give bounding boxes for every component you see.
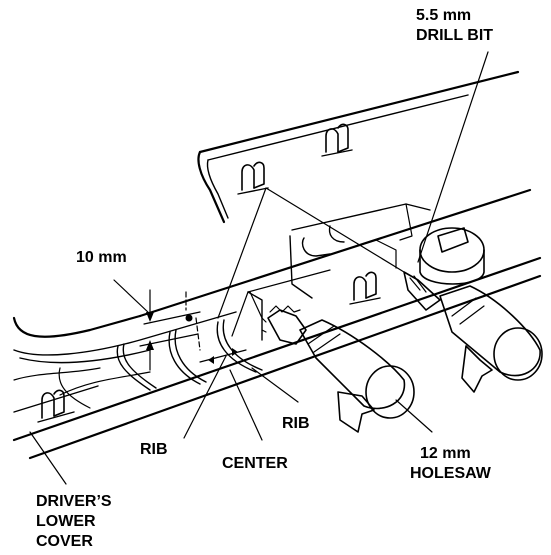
drill-point-dot (185, 314, 193, 322)
cover-label-line1: DRIVER’S (36, 493, 112, 510)
drill-bit-size-label: 5.5 mm (416, 7, 471, 24)
holesaw-size-label: 12 mm (420, 445, 471, 462)
clip-bottom-left (37, 389, 75, 423)
clip-middle (349, 271, 381, 305)
drill-bit-tool (403, 271, 543, 393)
rib-label-right: RIB (282, 415, 310, 432)
ribs (58, 319, 263, 409)
motor-knob (419, 227, 485, 285)
cover-label-line3: COVER (36, 533, 93, 550)
clip-top-left (237, 161, 269, 195)
clip-top-center (321, 123, 353, 157)
holesaw-label: HOLESAW (410, 465, 492, 482)
leader-lines (29, 51, 489, 485)
holesaw-tool (261, 305, 415, 433)
offset-dimension-label: 10 mm (76, 249, 127, 266)
cover-label-line2: LOWER (36, 513, 96, 530)
inner-bracket (247, 203, 431, 341)
rib-label-left: RIB (140, 441, 168, 458)
drill-bit-label: DRILL BIT (416, 27, 493, 44)
center-label: CENTER (222, 455, 288, 472)
center-marking (113, 279, 247, 371)
guide-lines (217, 187, 405, 337)
